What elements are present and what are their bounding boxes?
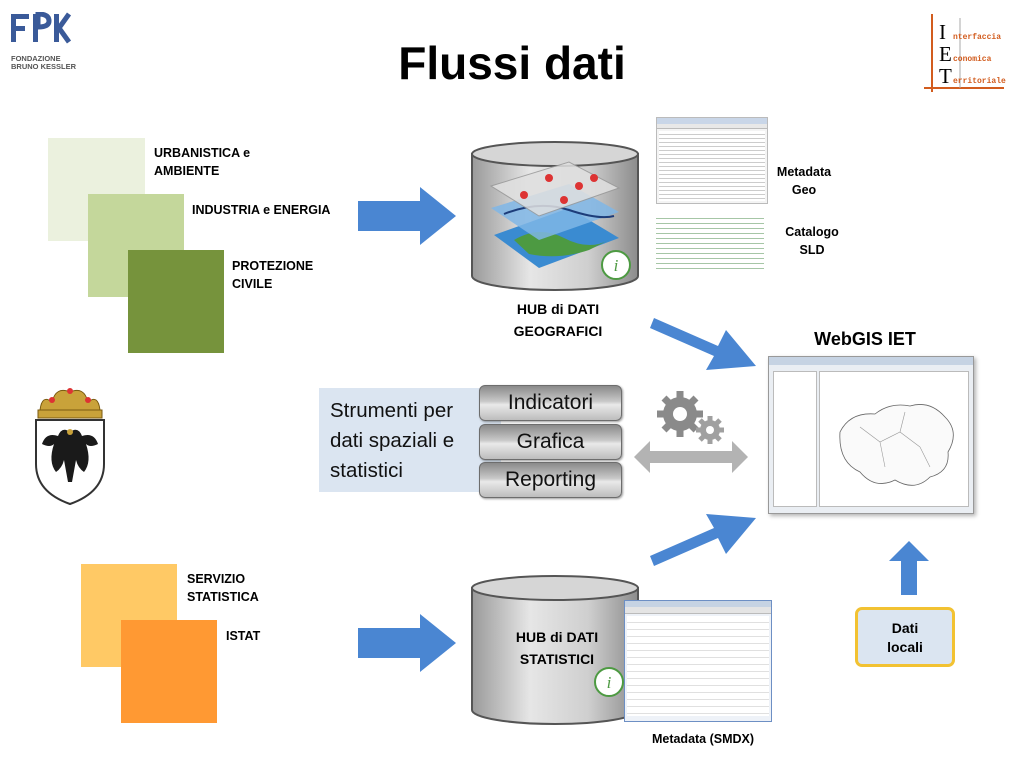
label-geo-hub: HUB di DATI GEOGRAFICI [513,301,603,339]
iet-logo-lines [924,14,1004,92]
label-stat-hub: HUB di DATI STATISTICI [515,629,599,667]
metadata-smdx-thumbnail [624,600,772,722]
double-arrow [634,441,748,473]
iet-letter-e: E [939,42,952,66]
arrow-to-geo-hub [358,187,456,245]
info-icon [601,250,631,280]
metadata-geo-thumbnail [656,117,768,204]
webgis-map [819,371,969,507]
indicatori-button[interactable]: Indicatori [479,385,622,421]
tools-description: Strumenti per dati spaziali e statistici [330,399,455,482]
arrow-stat-to-webgis [650,514,756,566]
fbk-text-1: FONDAZIONE [11,54,61,63]
arrow-to-stat-hub [358,614,456,672]
label-servizio-statistica: SERVIZIO STATISTICA [187,572,259,604]
fbk-logo-mark [11,11,72,44]
source-square-istat [121,620,217,723]
stat-hub-cylinder: i [471,575,639,725]
label-industria: INDUSTRIA e ENERGIA [192,203,331,217]
label-metadata-geo: Metadata Geo [776,165,832,197]
svg-text:i: i [614,256,619,275]
iet-word-1: nterfaccia [953,33,1002,42]
iet-word-3: erritoriale [953,77,1006,86]
arrow-geo-to-webgis [650,318,756,370]
webgis-toolbar [769,357,973,365]
webgis-screenshot [768,356,974,514]
fbk-logo: FONDAZIONE BRUNO KESSLER [11,11,77,71]
label-istat: ISTAT [226,629,261,643]
label-urbanistica: URBANISTICA e AMBIENTE [154,146,251,178]
coat-of-arms-icon [35,388,105,506]
webgis-map-outline [839,404,954,486]
label-protezione-civile: PROTEZIONE CIVILE [232,259,314,291]
catalog-sld-thumbnail [654,212,766,272]
arrow-local-to-webgis [889,541,929,595]
iet-word-2: conomica [953,55,992,64]
iet-logo: I E T nterfaccia conomica erritoriale [922,14,1006,94]
webgis-title: WebGIS IET [814,329,916,349]
svg-text:i: i [607,673,612,692]
reporting-button[interactable]: Reporting [479,462,622,498]
label-local-data: Dati locali [887,620,923,655]
grafica-button[interactable]: Grafica [479,424,622,460]
iet-letter-i: I [939,20,946,44]
geo-hub-cylinder: i [471,141,639,291]
map-layer-top [489,161,621,217]
info-icon-stat [594,667,624,697]
tools-panel [319,388,501,492]
label-metadata-smdx: Metadata (SMDX) [651,732,755,746]
source-square-protezione [128,250,224,353]
page-title: Flussi dati [398,37,626,89]
label-catalog-sld: Catalogo SLD [785,225,839,257]
iet-letter-t: T [939,64,952,88]
webgis-layer-tree [773,371,817,507]
fbk-text-2: BRUNO KESSLER [11,62,77,71]
gears-icon [657,391,724,444]
local-data-box [855,607,955,667]
